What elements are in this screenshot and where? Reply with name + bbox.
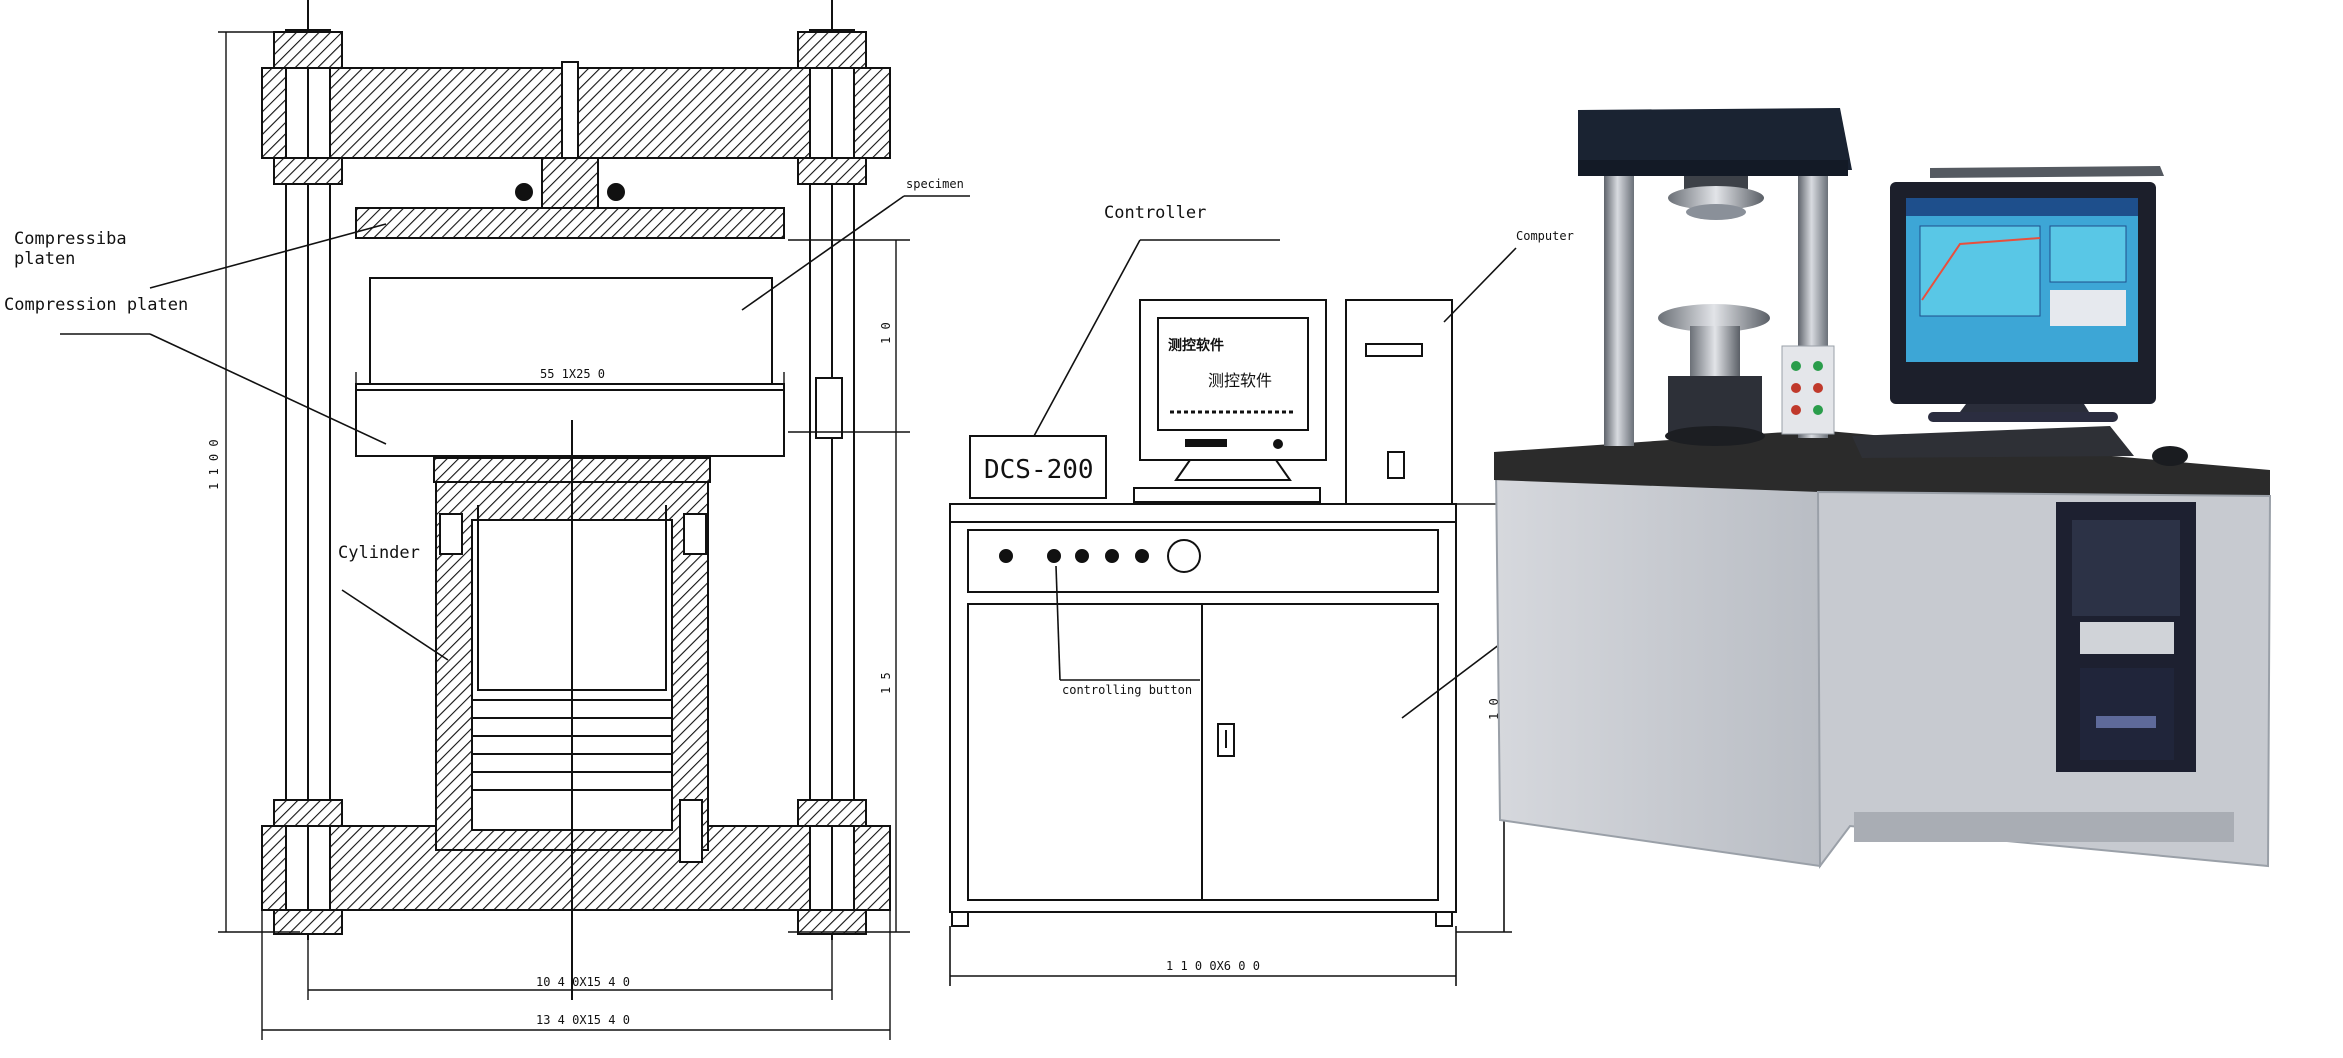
label-specimen: specimen [906,177,964,191]
label-compression-platen-upper-2: platen [14,249,75,269]
dim-frame-inner-width: 10 4 0X15 4 0 [536,975,630,989]
specimen-outline [369,277,773,387]
dim-gap-lower: 1 5 [879,672,893,694]
press-frame-drawing [261,0,891,1000]
dim-gap-upper: 1 0 [879,322,893,344]
monitor-text: 测控软件 [1208,371,1272,390]
dim-overall-height: 1 1 0 0 [207,439,221,490]
label-cylinder: Cylinder [338,543,420,563]
monitor-brand: 测控软件 [1168,337,1224,354]
label-controller: Controller [1104,203,1206,223]
dimension-lines-left [218,31,910,1040]
dim-console-height: 1 0 [1487,698,1501,720]
dim-console-width: 1 1 0 0X6 0 0 [1166,959,1260,973]
label-compression-platen-lower: Compression platen [4,295,188,315]
dim-specimen-width: 55 1X25 0 [540,367,605,381]
machine-photo [1494,108,2272,869]
controller-box [969,435,1107,499]
dim-frame-outer-width: 13 4 0X15 4 0 [536,1013,630,1027]
console-drawing [949,299,1457,927]
label-controlling-button: controlling button [1062,683,1192,697]
controller-display: DCS-200 [984,455,1094,485]
label-computer: Computer [1516,229,1574,243]
label-compression-platen-upper: Compressiba [14,229,127,249]
leader-lines-left [60,195,970,661]
